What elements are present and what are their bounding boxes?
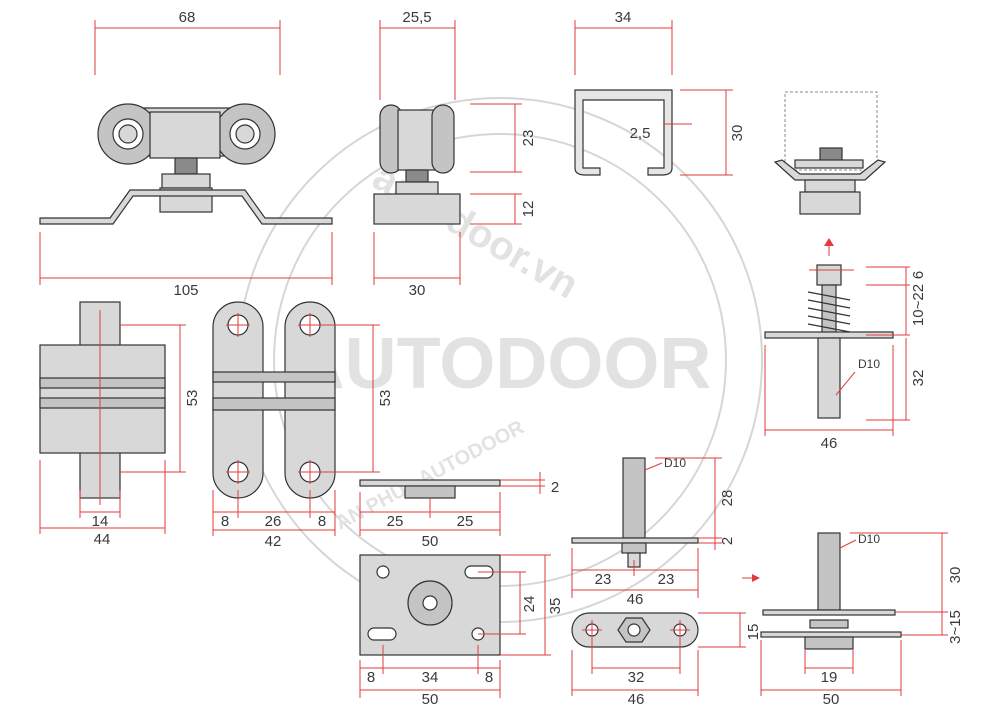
dim-30-adjustable: 30 (850, 532, 964, 613)
svg-text:D10: D10 (664, 456, 686, 470)
hinge-front-view (212, 301, 336, 499)
dim-19-50: 19 50 (760, 640, 902, 708)
dim-28: 28 (655, 457, 736, 539)
watermark-site: autodoor.vn (366, 155, 586, 308)
dim-30-profile: 30 (680, 89, 746, 176)
svg-text:68: 68 (179, 9, 196, 26)
pin-plate-top (571, 612, 699, 648)
svg-text:50: 50 (422, 691, 439, 708)
roller-assembly-front (39, 103, 333, 225)
svg-text:8: 8 (221, 513, 229, 530)
svg-text:25: 25 (457, 513, 474, 530)
dim-23: 23 (470, 103, 537, 173)
svg-text:30: 30 (409, 282, 426, 299)
svg-text:32: 32 (628, 669, 645, 686)
svg-text:46: 46 (628, 691, 645, 708)
svg-text:46: 46 (627, 591, 644, 608)
dim-32-46-plate: 32 46 (571, 640, 699, 708)
dim-3-15: 3~15 (901, 610, 964, 644)
roller-assembly-side (373, 104, 461, 225)
svg-text:8: 8 (367, 669, 375, 686)
svg-text:28: 28 (719, 490, 736, 507)
svg-text:105: 105 (173, 282, 198, 299)
dim-24-35: 24 35 (478, 554, 564, 656)
svg-text:53: 53 (377, 390, 394, 407)
dim-10-22: 10~22 (866, 284, 927, 336)
svg-text:2,5: 2,5 (630, 125, 651, 142)
svg-text:8: 8 (485, 669, 493, 686)
dim-46-bolt: 46 (764, 345, 894, 452)
svg-text:42: 42 (265, 533, 282, 550)
svg-text:10~22: 10~22 (910, 284, 927, 326)
dim-23-23-46: 23 23 46 (571, 548, 699, 608)
svg-text:19: 19 (821, 669, 838, 686)
dim-68: 68 (94, 9, 281, 75)
dim-15: 15 (698, 612, 762, 648)
svg-text:25: 25 (387, 513, 404, 530)
svg-text:24: 24 (521, 596, 538, 613)
svg-text:15: 15 (745, 624, 762, 641)
svg-text:3~15: 3~15 (947, 610, 964, 644)
dim-14: 14 (79, 490, 121, 530)
pin-plate-side (571, 457, 699, 568)
dim-53-front: 53 (322, 324, 394, 473)
label-d10-bolt: D10 (835, 357, 880, 396)
svg-text:30: 30 (729, 125, 746, 142)
watermark-brand: AUTODOOR (293, 324, 712, 404)
svg-text:32: 32 (910, 370, 927, 387)
hinge-side-view (39, 301, 166, 505)
dim-8-34-8: 8 34 8 50 (359, 645, 501, 708)
dim-6: 6 (866, 266, 927, 286)
svg-text:50: 50 (823, 691, 840, 708)
svg-text:23: 23 (520, 130, 537, 147)
dim-25-25: 25 25 50 (359, 492, 501, 550)
mount-plate-edge (359, 479, 501, 499)
svg-text:30: 30 (947, 567, 964, 584)
svg-text:8: 8 (318, 513, 326, 530)
label-d10-adjustable: D10 (839, 532, 880, 549)
dim-44: 44 (39, 460, 166, 548)
svg-text:14: 14 (92, 513, 109, 530)
dim-25-5: 25,5 (379, 9, 456, 100)
svg-text:53: 53 (184, 390, 201, 407)
dim-34-top: 34 (574, 9, 673, 75)
mount-plate (359, 554, 501, 656)
dim-hinge-widths: 8 26 8 42 (212, 490, 336, 550)
dim-53-side: 53 (120, 324, 201, 473)
svg-text:12: 12 (520, 201, 537, 218)
dim-32-bolt: 32 (866, 338, 927, 421)
svg-text:2: 2 (719, 537, 736, 545)
dim-30-top: 30 (373, 232, 461, 299)
svg-text:44: 44 (94, 531, 111, 548)
svg-text:35: 35 (547, 598, 564, 615)
svg-text:2: 2 (551, 479, 559, 496)
label-d10-pin: D10 (644, 456, 686, 471)
spring-bolt (764, 238, 894, 419)
dim-12: 12 (470, 193, 537, 225)
track-profile (574, 89, 673, 176)
track-section-view (773, 91, 887, 215)
svg-text:25,5: 25,5 (402, 9, 431, 26)
svg-text:6: 6 (910, 271, 927, 279)
dim-2-pin: 2 (698, 537, 736, 550)
svg-text:50: 50 (422, 533, 439, 550)
svg-text:34: 34 (615, 9, 632, 26)
dim-2-5: 2,5 (630, 123, 692, 142)
svg-text:23: 23 (595, 571, 612, 588)
svg-text:D10: D10 (858, 532, 880, 546)
svg-text:34: 34 (422, 669, 439, 686)
svg-text:D10: D10 (858, 357, 880, 371)
svg-text:46: 46 (821, 435, 838, 452)
dim-105: 105 (39, 232, 333, 299)
adjustable-pin (742, 532, 902, 650)
svg-text:26: 26 (265, 513, 282, 530)
svg-text:23: 23 (658, 571, 675, 588)
dim-2-plate: 2 (500, 472, 559, 496)
